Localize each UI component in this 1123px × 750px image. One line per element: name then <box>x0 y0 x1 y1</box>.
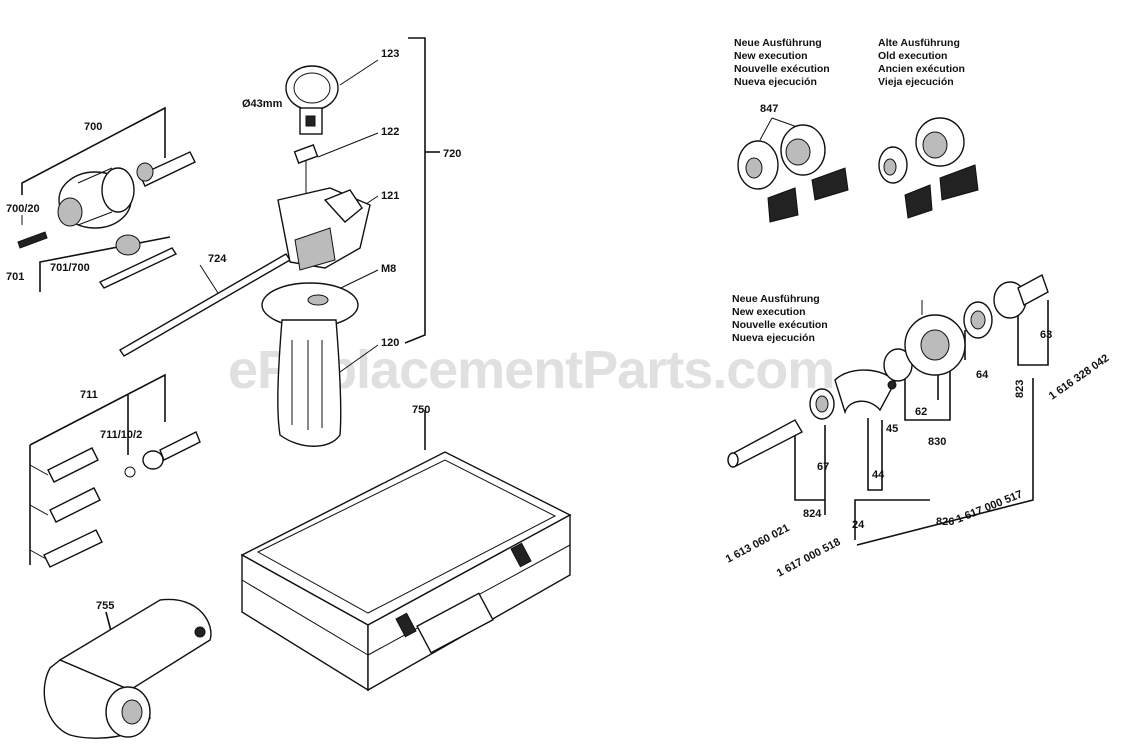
execution-notes: Neue Ausführung New execution Nouvelle e… <box>732 37 965 344</box>
note-old-top-4: Vieja ejecución <box>878 76 954 88</box>
label-755: 755 <box>96 600 114 612</box>
note-new-top-2: New execution <box>734 50 808 62</box>
label-701: 701 <box>6 271 24 283</box>
label-44: 44 <box>872 469 885 481</box>
label-123: 123 <box>381 48 399 60</box>
note-new-top-3: Nouvelle exécution <box>734 63 830 75</box>
label-711: 711 <box>80 389 98 401</box>
execution-comparison <box>737 117 979 223</box>
label-120: 120 <box>381 337 399 349</box>
label-700-20: 700/20 <box>6 203 40 215</box>
note-old-top-2: Old execution <box>878 50 947 62</box>
label-122: 122 <box>381 126 399 138</box>
label-724: 724 <box>208 253 227 265</box>
label-45: 45 <box>886 423 898 435</box>
label-24: 24 <box>852 519 865 531</box>
label-700: 700 <box>84 121 102 133</box>
label-m8: M8 <box>381 263 396 275</box>
label-823-number: 1 616 328 042 <box>1047 352 1112 402</box>
label-824: 824 <box>803 508 822 520</box>
label-63: 63 <box>1040 329 1052 341</box>
label-847: 847 <box>760 103 778 115</box>
label-823: 823 <box>1014 380 1026 398</box>
note-new-mid-1: Neue Ausführung <box>732 293 820 305</box>
label-826: 826 <box>936 516 954 528</box>
label-64: 64 <box>976 369 989 381</box>
note-old-top-3: Ancien exécution <box>878 63 965 75</box>
label-701-700: 701/700 <box>50 262 90 274</box>
label-711-10-2: 711/10/2 <box>100 429 142 441</box>
note-new-mid-3: Nouvelle exécution <box>732 319 828 331</box>
angle-adapter <box>43 598 212 739</box>
label-24-number: 1 617 000 518 <box>775 536 843 580</box>
note-new-top-4: Nueva ejecución <box>734 76 817 88</box>
note-old-top-1: Alte Ausführung <box>878 37 960 49</box>
note-new-mid-4: Nueva ejecución <box>732 332 815 344</box>
label-62: 62 <box>915 406 927 418</box>
handle-assembly <box>261 37 440 447</box>
label-121: 121 <box>381 190 399 202</box>
screwdriver-bits <box>29 373 201 568</box>
label-diameter: Ø43mm <box>242 98 283 110</box>
note-new-mid-2: New execution <box>732 306 806 318</box>
label-720: 720 <box>443 148 461 160</box>
label-826-number: 1 617 000 517 <box>955 488 1025 525</box>
gear-assembly <box>727 273 1049 546</box>
label-750: 750 <box>412 404 430 416</box>
label-830: 830 <box>928 436 946 448</box>
chuck-assembly <box>17 106 196 292</box>
label-67: 67 <box>817 461 829 473</box>
carrying-case <box>240 410 572 692</box>
note-new-top-1: Neue Ausführung <box>734 37 822 49</box>
label-824-number: 1 613 060 021 <box>724 522 792 566</box>
